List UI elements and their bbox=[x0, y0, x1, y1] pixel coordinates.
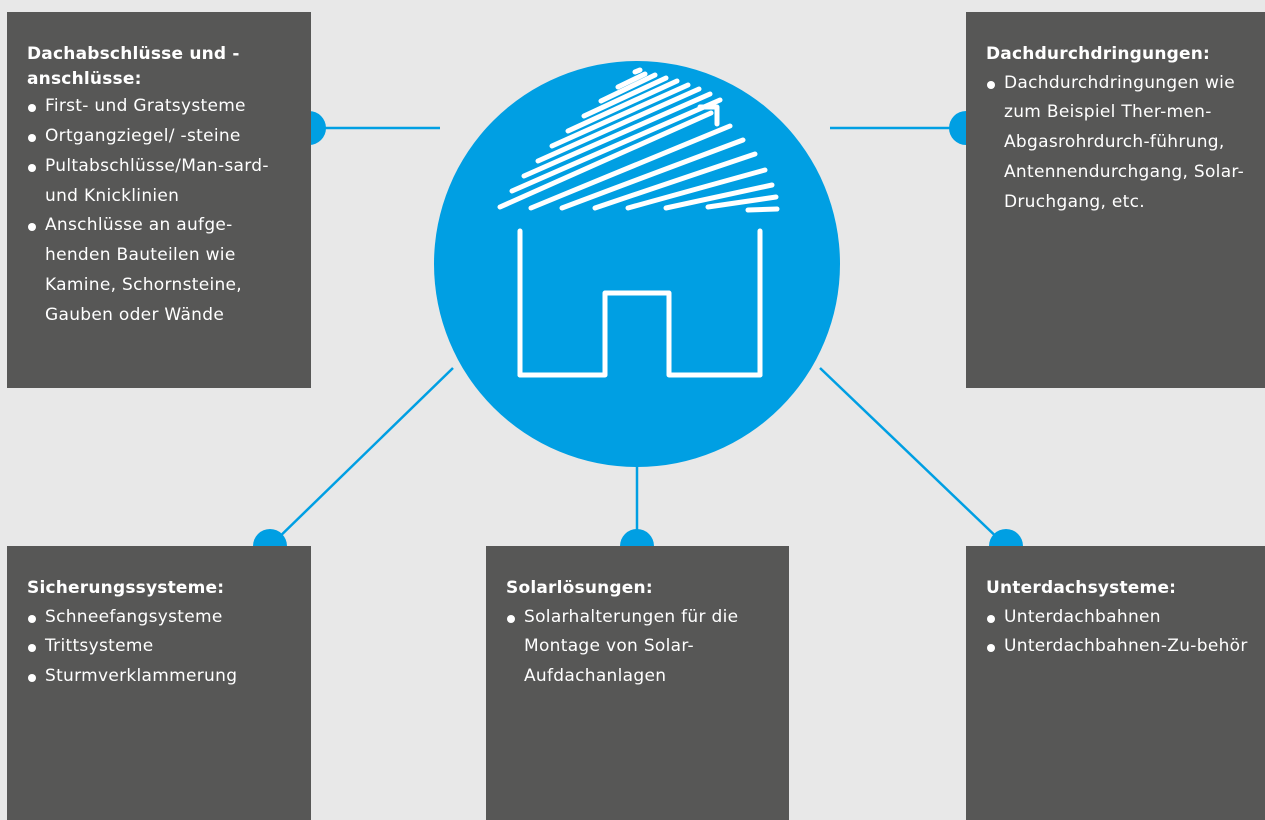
bullet-item: First- und Gratsysteme bbox=[27, 92, 297, 122]
bullet-list: First- und Gratsysteme Ortgangziegel/ -s… bbox=[27, 92, 297, 330]
bullet-item: Ortgangziegel/ -steine bbox=[27, 122, 297, 152]
connector-line-bottom-right bbox=[819, 367, 1007, 547]
bullet-list: Dachdurchdringungen wie zum Beispiel The… bbox=[986, 69, 1251, 218]
box-title: Dachdurchdringungen: bbox=[986, 44, 1211, 64]
bullet-item: Unterdachbahnen-Zu-behör bbox=[986, 632, 1251, 662]
bullet-item: Solarhalterungen für die Montage von Sol… bbox=[506, 603, 775, 692]
box-unterdachsysteme: Unterdachsysteme: Unterdachbahnen Unterd… bbox=[966, 546, 1265, 820]
bullet-item: Trittsysteme bbox=[27, 632, 297, 662]
box-dachdurchdringungen: Dachdurchdringungen: Dachdurchdringungen… bbox=[966, 12, 1265, 388]
bullet-item: Schneefangsysteme bbox=[27, 603, 297, 633]
box-sicherungssysteme: Sicherungssysteme: Schneefangsysteme Tri… bbox=[7, 546, 311, 820]
connector-line-bottom-left bbox=[269, 367, 454, 547]
bullet-list: Solarhalterungen für die Montage von Sol… bbox=[506, 603, 775, 692]
bullet-item: Sturmverklammerung bbox=[27, 662, 297, 692]
box-title: Solarlösungen: bbox=[506, 578, 653, 598]
box-dachabschluesse: Dachabschlüsse und -anschlüsse: First- u… bbox=[7, 12, 311, 388]
bullet-item: Unterdachbahnen bbox=[986, 603, 1251, 633]
box-title: Unterdachsysteme: bbox=[986, 578, 1177, 598]
box-title: Sicherungssysteme: bbox=[27, 578, 225, 598]
connector-lines bbox=[269, 126, 1007, 547]
bullet-list: Unterdachbahnen Unterdachbahnen-Zu-behör bbox=[986, 603, 1251, 663]
box-title: Dachabschlüsse und -anschlüsse: bbox=[27, 44, 240, 89]
bullet-item: Dachdurchdringungen wie zum Beispiel The… bbox=[986, 69, 1251, 218]
box-solarloesungen: Solarlösungen: Solarhalterungen für die … bbox=[486, 546, 789, 820]
bullet-list: Schneefangsysteme Trittsysteme Sturmverk… bbox=[27, 603, 297, 692]
bullet-item: Anschlüsse an aufge-henden Bauteilen wie… bbox=[27, 211, 297, 330]
bullet-item: Pultabschlüsse/Man-sard- und Knicklinien bbox=[27, 152, 297, 212]
house-icon bbox=[497, 67, 780, 378]
center-circle bbox=[434, 61, 840, 467]
